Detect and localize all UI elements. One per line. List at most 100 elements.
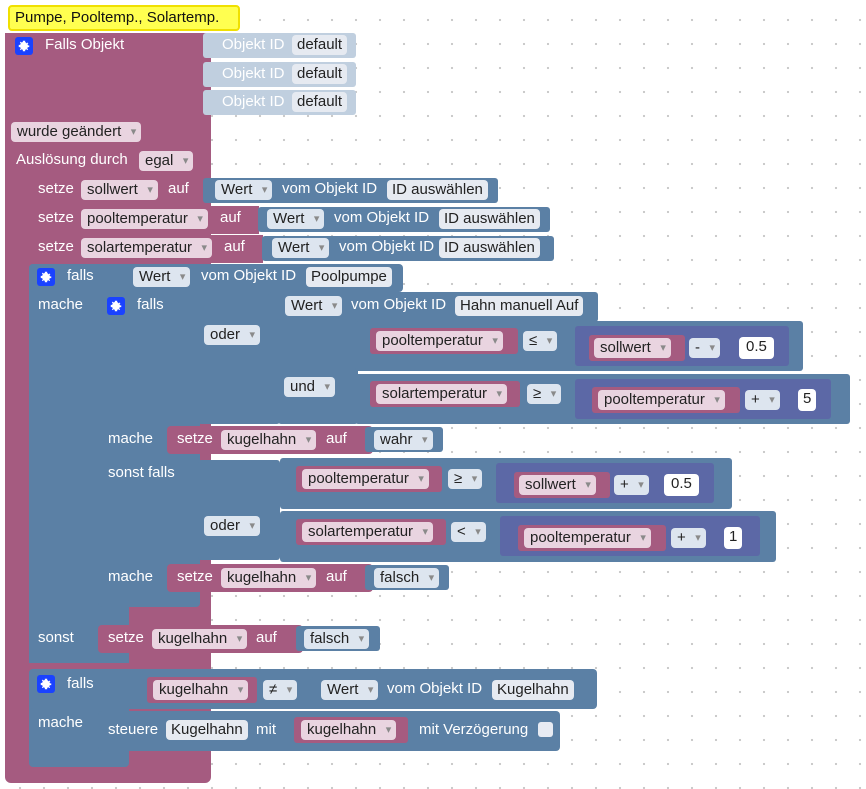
else-if-cond-area xyxy=(198,460,280,560)
do-keyword: mache xyxy=(108,568,154,585)
comment-text: Pumpe, Pooltemp., Solartemp. xyxy=(15,9,220,26)
value-type-dropdown[interactable]: Wert xyxy=(133,267,191,287)
object-id-field[interactable]: default xyxy=(292,92,348,112)
trigger-by-dropdown[interactable]: egal xyxy=(139,151,194,171)
variable-dropdown[interactable]: pooltemperatur xyxy=(302,469,429,489)
gear-icon[interactable] xyxy=(15,37,33,55)
from-object-id-label: vom Objekt ID xyxy=(351,296,447,313)
object-id-select[interactable]: ID auswählen xyxy=(439,209,540,229)
object-id-select[interactable]: Hahn manuell Auf xyxy=(455,296,584,316)
operator-dropdown[interactable]: ≤ xyxy=(523,331,558,351)
on-keyword: auf xyxy=(224,238,245,255)
boolean-dropdown[interactable]: falsch xyxy=(374,568,440,588)
value-type-dropdown[interactable]: Wert xyxy=(321,680,379,700)
set-keyword: setze xyxy=(108,629,144,646)
trigger-block-header-tab xyxy=(5,33,210,43)
if-keyword: falls xyxy=(137,296,164,313)
from-object-id-label: vom Objekt ID xyxy=(339,238,435,255)
from-object-id-label: vom Objekt ID xyxy=(282,180,378,197)
on-keyword: auf xyxy=(220,209,241,226)
variable-dropdown[interactable]: solartemperatur xyxy=(81,238,213,258)
logic-or-dropdown[interactable]: oder xyxy=(204,516,261,536)
operator-dropdown[interactable]: ≥ xyxy=(527,384,562,404)
inner-if-row1 xyxy=(98,292,280,322)
from-object-id-label: vom Objekt ID xyxy=(334,209,430,226)
object-id-select[interactable]: ID auswählen xyxy=(387,180,488,200)
variable-dropdown[interactable]: pooltemperatur xyxy=(524,528,651,548)
with-keyword: mit xyxy=(256,721,276,738)
math-operator-dropdown[interactable]: + xyxy=(745,390,780,410)
on-keyword: auf xyxy=(256,629,277,646)
object-id-label: Objekt ID xyxy=(222,36,285,53)
do-keyword: mache xyxy=(38,296,84,313)
number-field[interactable]: 1 xyxy=(724,527,743,549)
set-keyword: setze xyxy=(38,238,74,255)
variable-dropdown[interactable]: pooltemperatur xyxy=(598,390,725,410)
variable-dropdown[interactable]: solartemperatur xyxy=(302,522,434,542)
object-id-field[interactable]: default xyxy=(292,64,348,84)
outer-if-bottom xyxy=(29,655,129,663)
logic-or-dropdown[interactable]: oder xyxy=(204,325,261,345)
if-keyword: falls xyxy=(67,267,94,284)
control-object-select[interactable]: Kugelhahn xyxy=(166,720,248,740)
variable-dropdown[interactable]: sollwert xyxy=(594,338,671,358)
object-id-label: Objekt ID xyxy=(222,65,285,82)
set-keyword: setze xyxy=(177,430,213,447)
from-object-id-label: vom Objekt ID xyxy=(201,267,297,284)
else-if-keyword: sonst falls xyxy=(108,464,175,481)
value-type-dropdown[interactable]: Wert xyxy=(215,180,273,200)
variable-dropdown[interactable]: kugelhahn xyxy=(221,568,317,588)
control-keyword: steuere xyxy=(108,721,159,738)
value-type-dropdown[interactable]: Wert xyxy=(272,238,330,258)
boolean-dropdown[interactable]: falsch xyxy=(304,629,370,649)
on-keyword: auf xyxy=(326,568,347,585)
number-field[interactable]: 0.5 xyxy=(664,474,699,496)
object-id-field[interactable]: default xyxy=(292,35,348,55)
logic-and-block[interactable] xyxy=(278,319,358,424)
variable-dropdown[interactable]: solartemperatur xyxy=(376,384,508,404)
from-object-id-label: vom Objekt ID xyxy=(387,680,483,697)
with-delay-label: mit Verzögerung xyxy=(419,721,529,738)
math-operator-dropdown[interactable]: + xyxy=(671,528,706,548)
on-keyword: auf xyxy=(168,180,189,197)
operator-dropdown[interactable]: ≥ xyxy=(448,469,483,489)
boolean-dropdown[interactable]: wahr xyxy=(374,430,433,450)
object-id-select[interactable]: ID auswählen xyxy=(439,238,540,258)
trigger-header-label: Falls Objekt xyxy=(45,36,125,53)
change-type-dropdown[interactable]: wurde geändert xyxy=(11,122,142,142)
variable-dropdown[interactable]: kugelhahn xyxy=(301,720,397,740)
on-keyword: auf xyxy=(326,430,347,447)
value-type-dropdown[interactable]: Wert xyxy=(267,209,325,229)
gear-icon[interactable] xyxy=(37,268,55,286)
else-keyword: sonst xyxy=(38,629,74,646)
variable-dropdown[interactable]: pooltemperatur xyxy=(376,331,503,351)
comment-block[interactable] xyxy=(8,5,240,31)
operator-dropdown[interactable]: ≠ xyxy=(263,680,298,700)
variable-dropdown[interactable]: kugelhahn xyxy=(152,629,248,649)
set-keyword: setze xyxy=(38,209,74,226)
trigger-by-label: Auslösung durch xyxy=(16,151,128,168)
math-operator-dropdown[interactable]: + xyxy=(614,475,649,495)
gear-icon[interactable] xyxy=(107,297,125,315)
do-keyword: mache xyxy=(38,714,84,731)
set-keyword: setze xyxy=(177,568,213,585)
operator-dropdown[interactable]: < xyxy=(451,522,486,542)
number-field[interactable]: 0.5 xyxy=(739,337,774,359)
math-operator-dropdown[interactable]: - xyxy=(689,338,720,358)
variable-dropdown[interactable]: sollwert xyxy=(519,475,596,495)
variable-dropdown[interactable]: kugelhahn xyxy=(153,680,249,700)
set-keyword: setze xyxy=(38,180,74,197)
logic-and-dropdown[interactable]: und xyxy=(284,377,336,397)
delay-checkbox[interactable] xyxy=(538,722,553,737)
variable-dropdown[interactable]: sollwert xyxy=(81,180,158,200)
variable-dropdown[interactable]: kugelhahn xyxy=(221,430,317,450)
object-id-select[interactable]: Kugelhahn xyxy=(492,680,574,700)
do-keyword: mache xyxy=(108,430,154,447)
number-field[interactable]: 5 xyxy=(798,389,817,411)
object-id-label: Objekt ID xyxy=(222,93,285,110)
gear-icon[interactable] xyxy=(37,675,55,693)
variable-dropdown[interactable]: pooltemperatur xyxy=(81,209,208,229)
if-keyword: falls xyxy=(67,675,94,692)
object-id-select[interactable]: Poolpumpe xyxy=(306,267,392,287)
value-type-dropdown[interactable]: Wert xyxy=(285,296,343,316)
